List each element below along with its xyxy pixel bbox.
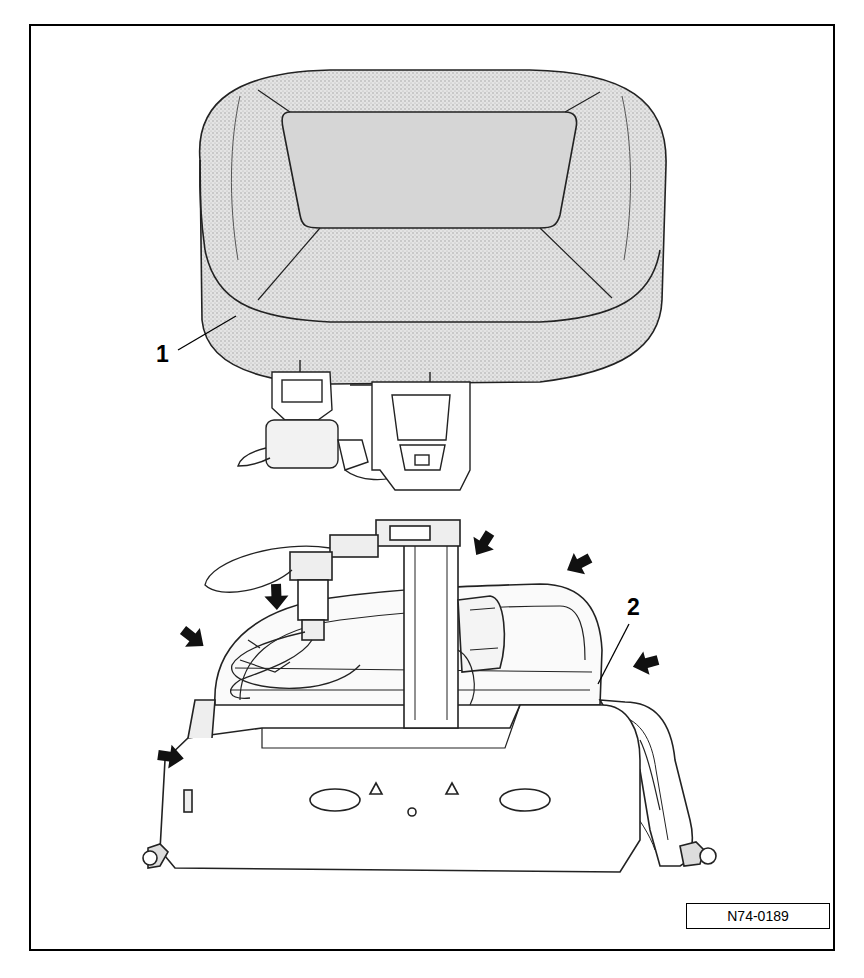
cushion-brackets <box>238 360 470 490</box>
seat-frame <box>143 520 716 872</box>
attachment-arrows <box>156 527 661 771</box>
figure-border <box>30 25 834 950</box>
seat-cushion <box>200 70 666 384</box>
figure-number-box: N74-0189 <box>686 903 830 929</box>
leader-lines <box>178 316 629 684</box>
callout-number: 1 <box>156 343 169 366</box>
callout-number: 2 <box>627 596 640 619</box>
figure-number: N74-0189 <box>727 909 789 923</box>
